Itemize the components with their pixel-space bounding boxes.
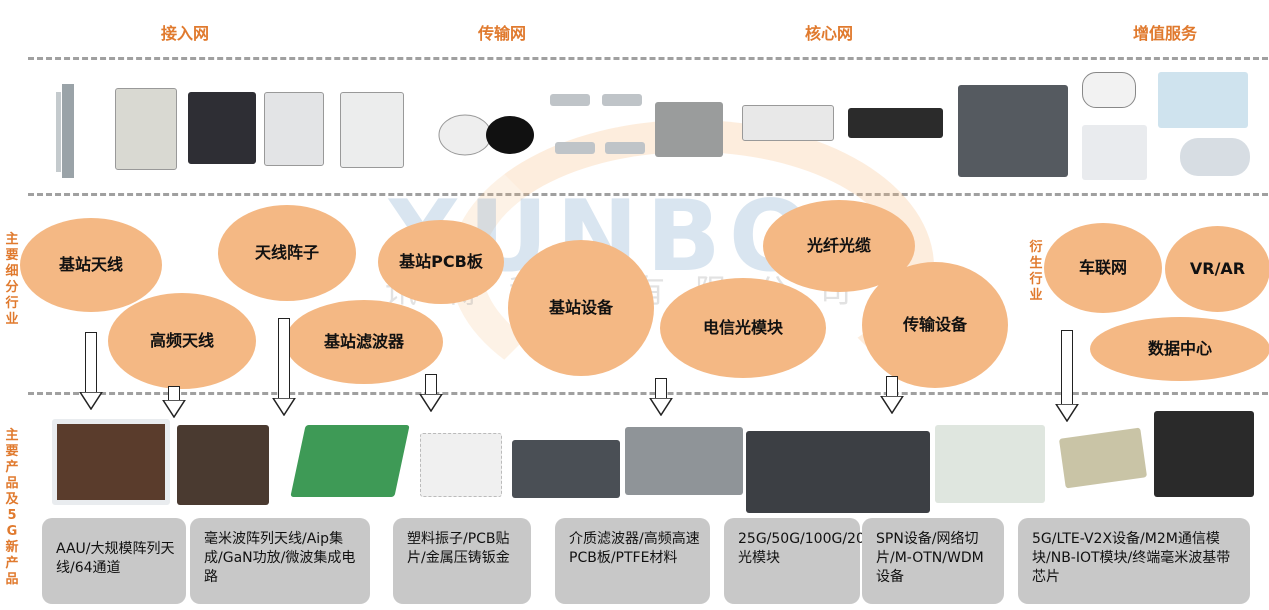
product-v2x: 5G/LTE-V2X设备/M2M通信模块/NB-IOT模块/终端毫米波基带芯片 bbox=[1018, 518, 1250, 604]
product-aau: AAU/大规模阵列天线/64通道 bbox=[42, 518, 186, 604]
product-plastic-elements: 塑料振子/PCB贴片/金属压铸钣金 bbox=[393, 518, 531, 604]
optical-module-icon bbox=[625, 427, 743, 495]
product-spn-equipment: SPN设备/网络切片/M-OTN/WDM设备 bbox=[862, 518, 1004, 604]
segment-high-frequency-antenna: 高频天线 bbox=[108, 293, 256, 389]
optical-module-icon bbox=[602, 94, 642, 106]
derived-data-center: 数据中心 bbox=[1090, 317, 1269, 381]
base-station-icon bbox=[340, 92, 404, 168]
segment-transmission-equipment: 传输设备 bbox=[862, 262, 1008, 388]
product-mmwave: 毫米波阵列天线/Aip集成/GaN功放/微波集成电路 bbox=[190, 518, 370, 604]
segment-telecom-optical-module: 电信光模块 bbox=[660, 278, 826, 378]
optical-module-icon bbox=[605, 142, 645, 154]
antenna-elements-icon bbox=[290, 425, 410, 497]
header-core-network: 核心网 bbox=[804, 24, 853, 43]
aau-antenna-icon bbox=[52, 419, 170, 505]
fiber-reel-icon bbox=[438, 114, 534, 156]
mmwave-module-icon bbox=[177, 425, 269, 505]
server-rack-icon bbox=[958, 85, 1068, 177]
header-access-network: 接入网 bbox=[160, 24, 209, 43]
product-optical-module: 25G/50G/100G/200G/400G光模块 bbox=[724, 518, 927, 604]
optical-module-icon bbox=[550, 94, 590, 106]
header-transport-network: 传输网 bbox=[477, 24, 526, 43]
product-images bbox=[0, 405, 1269, 513]
derived-connected-vehicles: 车联网 bbox=[1044, 223, 1162, 313]
vr-headset-icon bbox=[1082, 72, 1136, 108]
smart-city-icon bbox=[1158, 72, 1248, 128]
product-dielectric-filter: 介质滤波器/高频高速PCB板/PTFE材料 bbox=[555, 518, 710, 604]
derived-vr-ar: VR/AR bbox=[1165, 226, 1269, 312]
base-station-icon bbox=[264, 92, 324, 166]
equipment-images bbox=[0, 60, 1269, 190]
switch-icon bbox=[742, 105, 834, 141]
segment-antenna-elements: 天线阵子 bbox=[218, 205, 356, 301]
header-value-added-services: 增值服务 bbox=[1132, 24, 1197, 43]
connected-car-icon bbox=[1180, 138, 1250, 176]
pcb-board-icon bbox=[512, 440, 620, 498]
spn-device-icon bbox=[935, 425, 1045, 503]
row-label-segments: 主要细分行业 bbox=[5, 232, 19, 327]
m2m-module-icon bbox=[1058, 427, 1148, 489]
segment-base-station-equipment: 基站设备 bbox=[508, 240, 654, 376]
antenna-icon bbox=[56, 84, 74, 178]
row-label-derived: 衍生行业 bbox=[1029, 240, 1043, 303]
switch-icon bbox=[848, 108, 943, 138]
base-station-icon bbox=[115, 88, 177, 170]
base-station-icon bbox=[188, 92, 256, 164]
segment-base-station-filter: 基站滤波器 bbox=[285, 300, 443, 384]
divider-top bbox=[28, 57, 1268, 60]
chip-icon bbox=[420, 433, 502, 497]
switch-icon bbox=[655, 102, 723, 157]
transmission-equipment-icon bbox=[746, 431, 930, 513]
row-label-products: 主要产品及5G新产品 bbox=[5, 428, 19, 587]
optical-module-icon bbox=[555, 142, 595, 154]
segment-base-station-pcb: 基站PCB板 bbox=[378, 220, 504, 304]
chip-icon bbox=[1154, 411, 1254, 497]
smart-city-icon bbox=[1082, 125, 1147, 180]
segment-base-station-antenna: 基站天线 bbox=[20, 218, 162, 312]
